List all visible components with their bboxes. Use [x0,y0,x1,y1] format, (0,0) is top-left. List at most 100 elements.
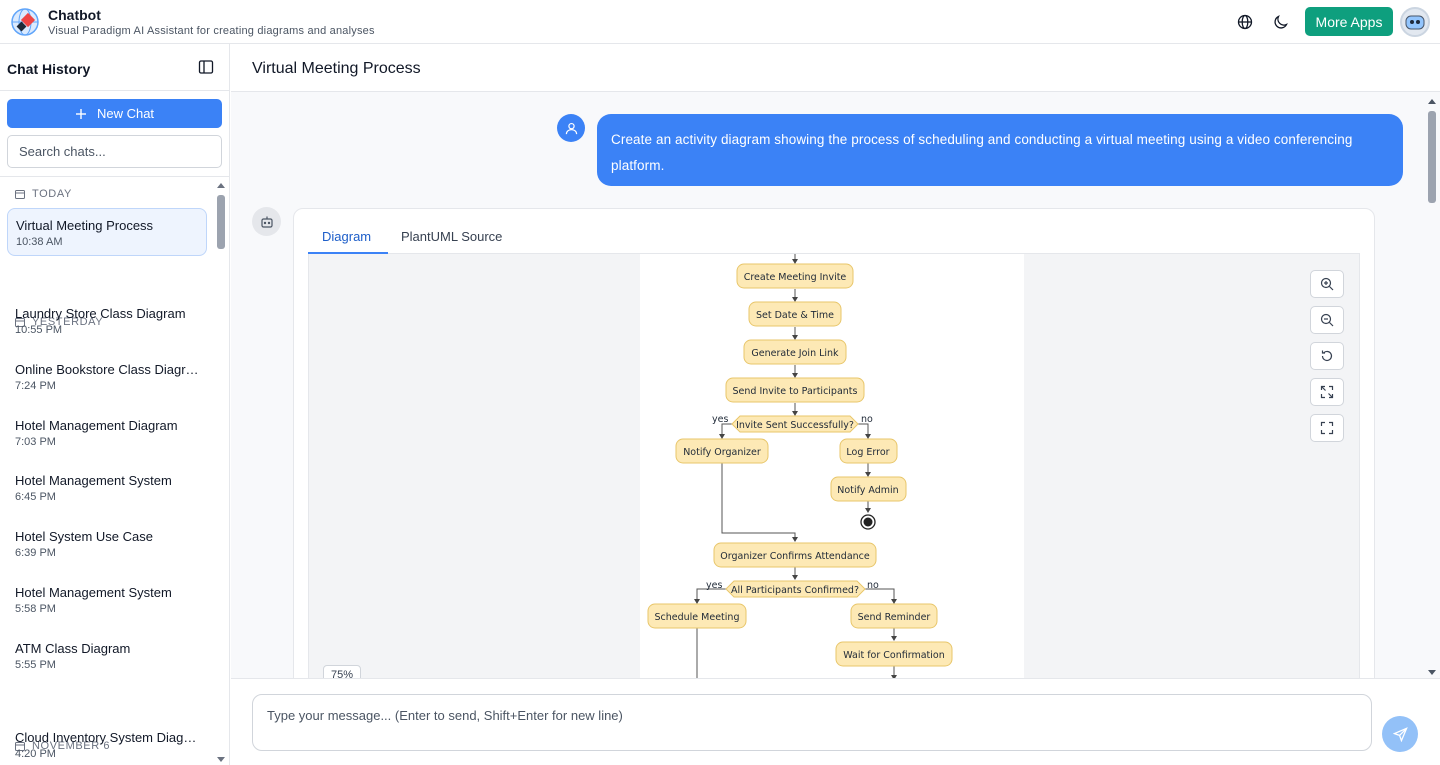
group-label-november-6: NOVEMBER 6 [15,740,110,752]
reset-view-button[interactable] [1310,342,1344,370]
sidebar-scrollbar[interactable] [216,180,226,765]
node-schedule-meeting: Schedule Meeting [647,603,747,629]
chat-time: 4:20 PM [15,748,56,760]
node-generate-join-link: Generate Join Link [743,339,847,365]
message-input[interactable] [252,694,1372,751]
svg-text:Log Error: Log Error [846,447,889,458]
chat-item[interactable]: Hotel Management Diagram 7:03 PM [7,409,207,457]
fit-icon [1320,385,1334,399]
sidebar: Chat History New Chat TODAY Virtual Meet… [0,44,230,765]
app-logo-icon [11,8,39,36]
tab-diagram[interactable]: Diagram [322,229,372,244]
zoom-level-indicator: 75% [323,665,361,678]
svg-text:Set Date & Time: Set Date & Time [756,310,834,321]
chat-item[interactable]: Online Bookstore Class Diagram 7:24 PM [7,353,207,401]
content-scrollbar[interactable] [1427,96,1437,678]
more-apps-button[interactable]: More Apps [1305,7,1393,36]
chat-time: 6:45 PM [15,491,56,503]
conversation-area: Create an activity diagram showing the p… [231,92,1440,678]
calendar-icon [15,318,25,327]
search-chats-input[interactable] [7,135,222,168]
user-message: Create an activity diagram showing the p… [597,114,1403,186]
chat-item[interactable]: Laundry Store Class Diagram 10:55 PM [7,297,207,345]
tab-plantuml-source[interactable]: PlantUML Source [401,229,503,244]
node-send-invite: Send Invite to Participants [725,377,865,403]
chat-item[interactable]: Virtual Meeting Process 10:38 AM [7,208,207,256]
calendar-icon [15,190,25,199]
sidebar-toggle-icon[interactable] [198,59,214,75]
zoom-out-icon [1320,313,1334,327]
fit-view-button[interactable] [1310,378,1344,406]
diagram-viewport[interactable]: Create Meeting Invite Set Date & Time Ge… [308,254,1360,678]
node-send-reminder: Send Reminder [850,603,938,629]
node-wait-confirmation: Wait for Confirmation [835,641,953,667]
chat-name: Virtual Meeting Process [16,218,154,233]
svg-text:All Participants Confirmed?: All Participants Confirmed? [731,585,859,596]
new-chat-button[interactable]: New Chat [7,99,222,128]
chat-name: Hotel Management System [15,585,172,600]
diagram-edges [694,254,897,678]
svg-text:Schedule Meeting: Schedule Meeting [655,612,740,623]
node-set-date-time: Set Date & Time [748,301,842,327]
chat-name: Cloud Inventory System Diagram [15,730,199,745]
svg-text:Invite Sent Successfully?: Invite Sent Successfully? [736,420,854,431]
svg-text:Send Reminder: Send Reminder [858,612,931,623]
new-chat-label: New Chat [96,106,155,121]
chat-time: 10:38 AM [16,236,63,248]
fullscreen-button[interactable] [1310,414,1344,442]
divider [0,176,229,177]
zoom-in-button[interactable] [1310,270,1344,298]
calendar-icon [15,742,25,751]
chat-item[interactable]: Cloud Inventory System Diagram 4:20 PM [7,721,207,765]
chat-time: 6:39 PM [15,547,56,559]
avatar[interactable] [1400,7,1430,37]
app-title: Chatbot [48,7,101,23]
diagram-canvas: Create Meeting Invite Set Date & Time Ge… [640,254,1024,678]
decision-invite-sent: Invite Sent Successfully? [731,415,859,433]
moon-icon[interactable] [1270,11,1292,33]
fullscreen-icon [1320,421,1334,435]
chat-item[interactable]: Hotel Management System 5:58 PM [7,576,207,624]
chat-item[interactable]: ATM Class Diagram 5:55 PM [7,632,207,680]
page-title: Virtual Meeting Process [252,60,421,77]
svg-text:Create Meeting Invite: Create Meeting Invite [744,272,847,283]
svg-text:Generate Join Link: Generate Join Link [751,348,839,359]
svg-text:Notify Admin: Notify Admin [837,485,898,496]
label-no: no [861,414,873,425]
assistant-message-card: Diagram PlantUML Source [293,208,1375,678]
chat-name: Hotel Management System [15,473,172,488]
message-composer [231,678,1440,765]
chat-name: Hotel System Use Case [15,529,153,544]
chat-history-title: Chat History [7,61,91,77]
active-tab-indicator [308,252,388,254]
node-organizer-confirms: Organizer Confirms Attendance [713,542,877,568]
app-subtitle: Visual Paradigm AI Assistant for creatin… [48,25,375,37]
send-button[interactable] [1382,716,1418,752]
chat-time: 7:03 PM [15,436,56,448]
bot-icon [252,207,281,236]
svg-text:Notify Organizer: Notify Organizer [683,447,761,458]
node-notify-organizer: Notify Organizer [675,438,769,464]
chat-time: 7:24 PM [15,380,56,392]
decision-all-confirmed: All Participants Confirmed? [725,580,866,598]
plus-icon [75,108,86,119]
svg-text:Send Invite to Participants: Send Invite to Participants [733,386,858,397]
chat-time: 10:55 PM [15,324,63,336]
chat-list: TODAY Virtual Meeting Process 10:38 AM Y… [0,177,214,765]
svg-text:Wait for Confirmation: Wait for Confirmation [843,650,945,661]
chat-item[interactable]: Hotel Management System 6:45 PM [7,464,207,512]
label-yes: yes [712,414,728,425]
label-yes: yes [706,580,722,591]
node-notify-admin: Notify Admin [830,476,907,502]
chat-item[interactable]: Hotel System Use Case 6:39 PM [7,520,207,568]
conversation-header: Virtual Meeting Process [231,44,1440,92]
globe-icon[interactable] [1234,11,1256,33]
group-label-today: TODAY [15,188,72,200]
tab-divider [308,253,1360,254]
group-label-yesterday: YESTERDAY [15,316,103,328]
zoom-out-button[interactable] [1310,306,1344,334]
chat-time: 5:58 PM [15,603,56,615]
chat-name: Online Bookstore Class Diagram [15,362,199,377]
divider [0,90,229,91]
chat-name: Hotel Management Diagram [15,418,178,433]
